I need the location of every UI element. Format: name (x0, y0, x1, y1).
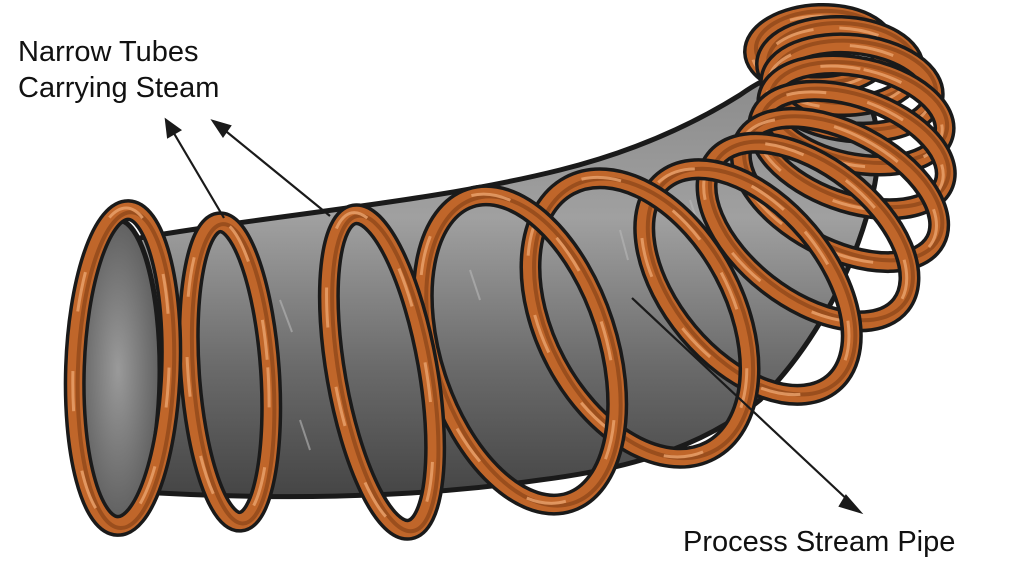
coil-ring-highlight (639, 167, 851, 397)
coil-ring-highlight (526, 175, 749, 459)
steam-coils (63, 2, 957, 541)
coil-ring-shade (189, 222, 277, 526)
tubes-arrow-right (210, 119, 331, 217)
coil-ring-shade (532, 176, 756, 461)
narrow-tubes-label: Narrow Tubes Carrying Steam (18, 34, 219, 106)
coil-ring-highlight (750, 14, 886, 90)
coil-ring-highlight (325, 211, 435, 530)
coil-ring-highlight (418, 192, 617, 505)
narrow-tubes-label-line2: Carrying Steam (18, 72, 220, 104)
leader-lines (164, 117, 864, 515)
narrow-tubes-label-line1: Narrow Tubes (18, 36, 199, 68)
coil-ring (695, 131, 921, 333)
coil-ring (63, 199, 183, 537)
coil-ring-highlight (754, 90, 945, 212)
coil-ring-highlight (185, 218, 271, 522)
process-stream-pipe-label: Process Stream Pipe (683, 526, 956, 558)
pipe-arrow (631, 297, 864, 515)
coil-ring-shade (75, 210, 177, 531)
coil-ring (633, 158, 863, 406)
coil-ring (177, 211, 283, 533)
coil-ring-shade (330, 213, 441, 534)
coil-ring-highlight (736, 117, 938, 265)
coil-ring (519, 167, 761, 469)
coil-ring-shade (645, 166, 858, 397)
coil-ring-highlight (71, 206, 171, 526)
tubes-arrow-left (164, 117, 225, 219)
coil-ring-shade (707, 139, 915, 323)
coil-ring (317, 203, 447, 541)
